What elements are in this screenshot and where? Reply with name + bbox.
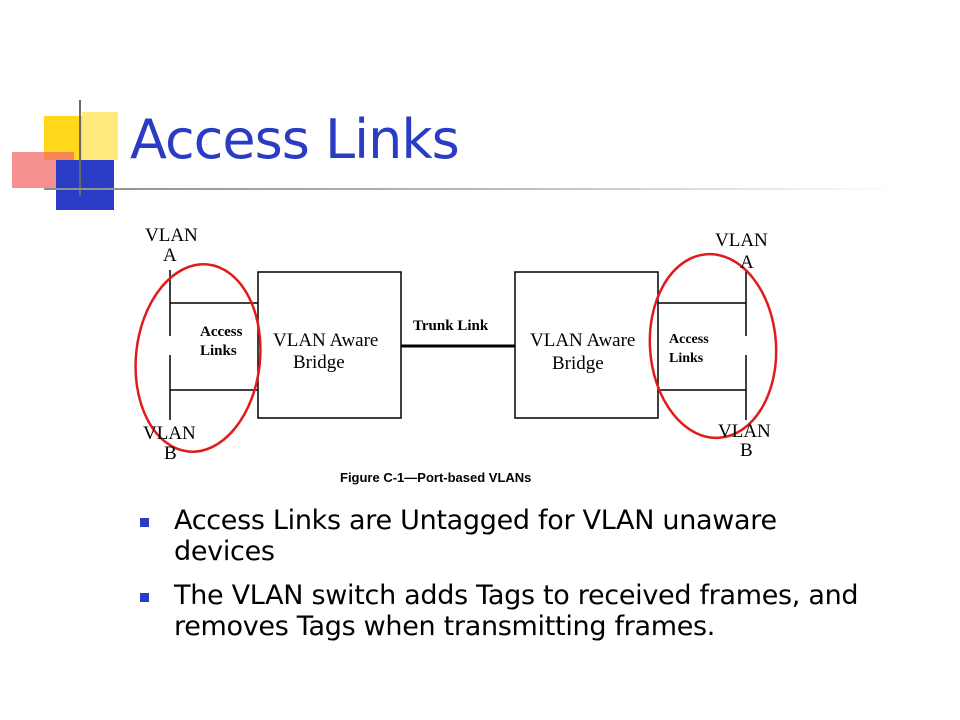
bullet-text-2: The VLAN switch adds Tags to received fr… xyxy=(174,580,859,642)
bullet-item-2: The VLAN switch adds Tags to received fr… xyxy=(140,580,860,642)
left-bridge-label-line1: VLAN Aware xyxy=(273,330,378,351)
right-vlan-a-label-line2: A xyxy=(740,252,754,273)
left-highlight-ellipse xyxy=(134,263,262,453)
bullet-icon xyxy=(140,593,149,602)
right-vlan-b-label-line1: VLAN xyxy=(718,421,771,442)
right-vlan-a-label-line1: VLAN xyxy=(715,230,768,251)
blue-block xyxy=(56,160,114,210)
yellow-block-2 xyxy=(82,112,118,160)
title-underline xyxy=(44,188,900,190)
left-vlan-a-label-line2: A xyxy=(163,245,177,266)
right-access-links-line2: Links xyxy=(669,351,704,366)
slide-title: Access Links xyxy=(130,108,460,171)
right-vlan-b-label-line2: B xyxy=(740,440,753,461)
right-access-links-line1: Access xyxy=(669,332,709,347)
left-vlan-b-label-line1: VLAN xyxy=(143,423,196,444)
left-vlan-b-label-line2: B xyxy=(164,443,177,464)
bullet-icon xyxy=(140,518,149,527)
left-access-links-line2: Links xyxy=(200,343,237,359)
right-bridge-label-line1: VLAN Aware xyxy=(530,330,635,351)
left-access-links-line1: Access xyxy=(200,324,243,340)
bullet-item-1: Access Links are Untagged for VLAN unawa… xyxy=(140,505,860,567)
right-bridge-label-line2: Bridge xyxy=(552,353,604,374)
bullet-text-1: Access Links are Untagged for VLAN unawa… xyxy=(174,505,777,567)
right-highlight-ellipse xyxy=(648,252,778,440)
left-vlan-a-label-line1: VLAN xyxy=(145,225,198,246)
corner-decoration xyxy=(12,100,118,210)
left-bridge-label-line2: Bridge xyxy=(293,352,345,373)
trunk-link-label: Trunk Link xyxy=(413,318,489,334)
figure-caption: Figure C-1—Port-based VLANs xyxy=(340,470,531,485)
bullet-list: Access Links are Untagged for VLAN unawa… xyxy=(140,505,860,655)
